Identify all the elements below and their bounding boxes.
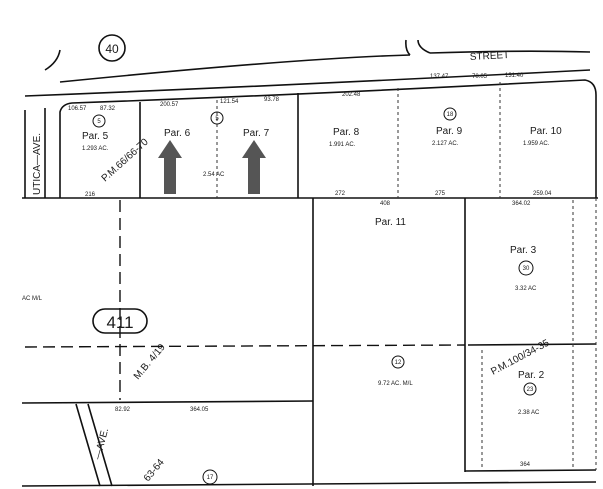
dimension: 200.57: [160, 102, 179, 108]
svg-text:5: 5: [97, 119, 101, 125]
parcel-8-area: 1.991 AC.: [329, 142, 356, 148]
parcel-9-label: Par. 9: [436, 126, 463, 137]
dimension: 87.32: [100, 106, 116, 112]
lot-number: 5: [210, 111, 224, 125]
street-line-south: [24, 69, 591, 97]
parcel-6-area: 2.54 AC: [203, 172, 225, 178]
page-number: 411: [106, 313, 133, 332]
dimension: 364.05: [190, 407, 209, 413]
parcel-8-label: Par. 8: [333, 127, 360, 138]
parcel-9-area: 2.127 AC.: [432, 141, 459, 147]
parcel-11-label: Par. 11: [375, 217, 406, 228]
dimension: 131.40: [505, 73, 524, 79]
street-label: STREET: [470, 50, 510, 63]
dimension: 259.04: [533, 191, 552, 197]
parcel-map-reference: P.M.66/66-70: [100, 136, 151, 184]
parcel-3-label: Par. 3: [510, 245, 537, 256]
area-label: AC M/L: [22, 296, 43, 302]
parcel-line: [21, 400, 314, 404]
lot-number: 5: [92, 114, 106, 128]
map-book-page: 63-64: [142, 457, 167, 484]
lot-line: [24, 344, 466, 348]
svg-text:17: 17: [207, 475, 214, 481]
lot-number: 12: [391, 355, 405, 369]
dimension: 93.78: [264, 97, 280, 103]
book-number: 40: [105, 42, 119, 56]
dimension: 70.05: [472, 74, 488, 80]
parcel-line: [464, 469, 597, 472]
lot-number: 23: [523, 382, 537, 396]
dimension: 408: [380, 201, 391, 207]
parcel-5-area: 1.293 AC.: [82, 146, 109, 152]
parcel-block-outline: [59, 79, 597, 198]
parcel-2-area: 2.38 AC: [518, 410, 540, 416]
arrow-up-icon: [242, 140, 266, 194]
dimension: 82.92: [115, 407, 131, 413]
lot-number: 30: [518, 260, 534, 276]
lot-number: 17: [202, 469, 218, 485]
street-line-north: [59, 50, 591, 83]
parcel-2-label: Par. 2: [518, 370, 545, 381]
map-book-reference: M.B. 4/19: [132, 342, 168, 382]
lot-number: 18: [443, 107, 457, 121]
dimension: 202.48: [342, 92, 361, 98]
book-number-badge: 40: [98, 34, 126, 62]
parcel-10-area: 1.959 AC.: [523, 141, 550, 147]
svg-text:18: 18: [447, 112, 454, 118]
dimension: 106.57: [68, 106, 87, 112]
avenue-label: UTICA—AVE.: [32, 133, 43, 195]
parcel-5-label: Par. 5: [82, 131, 109, 142]
area-label: 9.72 AC. M/L: [378, 381, 413, 387]
parcel-6-label: Par. 6: [164, 128, 191, 139]
dimension: 216: [85, 192, 96, 198]
avenue-line: [75, 403, 113, 487]
street-corners: [44, 39, 431, 71]
parcel-3-area: 3.32 AC: [515, 286, 537, 292]
dimension: 364.02: [512, 201, 531, 207]
dimension: 272: [335, 191, 346, 197]
parcel-line: [467, 343, 597, 346]
dimension: 364: [520, 462, 531, 468]
svg-text:30: 30: [523, 266, 530, 272]
svg-text:12: 12: [395, 360, 402, 366]
arrow-up-icon: [158, 140, 182, 194]
dimension: 275: [435, 191, 446, 197]
avenue-label-bottom: —AVE.: [92, 427, 111, 461]
map-south-line: [21, 481, 597, 487]
svg-text:23: 23: [527, 387, 534, 393]
svg-text:5: 5: [215, 116, 219, 122]
parcel-10-label: Par. 10: [530, 126, 562, 137]
dimension: 121.54: [220, 99, 239, 105]
parcel-7-label: Par. 7: [243, 128, 270, 139]
dimension: 137.47: [430, 74, 449, 80]
page-number-badge: 411: [92, 308, 148, 334]
